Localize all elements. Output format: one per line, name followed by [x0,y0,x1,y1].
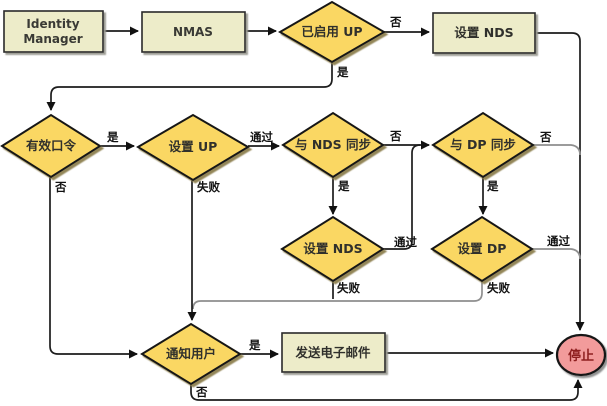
identity-manager-label-line1: Identity [26,17,79,31]
node-notify-user: 通知用户 [140,322,242,386]
edge-label-valid-password-yes: 是 [106,130,119,144]
stop-label: 停止 [568,348,594,364]
up-enabled-label: 已启用 UP [301,24,362,39]
notify-user-diamond [140,322,242,386]
nmas-box [141,11,246,53]
node-send-email: 发送电子邮件 [281,332,386,373]
edge-label-set-dp-fail: 失败 [487,281,510,295]
valid-password-diamond [0,113,102,179]
set-nds-diamond [280,215,385,283]
edge-syncdp-no-stop [533,144,581,156]
node-valid-password: 有效口令 [0,113,102,179]
send-email-box [281,332,386,373]
set-nds-diamond-label: 设置 NDS [303,241,362,256]
edge-label-set-nds-fail: 失败 [337,281,360,295]
set-nds-box-label: 设置 NDS [454,25,513,40]
sync-dp-diamond [431,111,535,179]
set-dp-diamond-label: 设置 DP [458,241,507,256]
node-sync-dp: 与 DP 同步 [431,111,535,179]
edge-upenabled-yes-validpassword [46,62,333,111]
node-up-enabled: 已启用 UP [277,0,387,64]
identity-manager-box [3,10,104,53]
notify-user-label: 通知用户 [166,346,216,361]
edge-setndsdiamond-pass-syncdp [383,144,421,250]
edge-label-valid-password-no: 否 [54,180,67,194]
edge-notifyuser-no-stop [190,379,583,401]
identity-manager-label-line2: Manager [23,32,82,46]
edges-layer [46,26,585,401]
edge-labels-layer: 否 是 是 否 通过 失败 否 是 否 是 通过 失败 通过 失败 是 否 [54,15,570,399]
sync-nds-diamond [281,111,385,179]
edge-label-sync-dp-no: 否 [539,130,552,144]
node-set-dp-diamond: 设置 DP [430,215,534,283]
edge-setdpdiamond-pass-stop [532,248,581,260]
edge-label-set-up-pass: 通过 [250,130,273,144]
edge-label-sync-nds-yes: 是 [337,179,350,193]
edge-label-sync-nds-no: 否 [389,129,402,143]
nmas-label: NMAS [173,25,213,39]
edge-label-up-enabled-no: 否 [389,15,402,29]
sync-nds-label: 与 NDS 同步 [295,137,371,152]
up-enabled-diamond [277,0,387,64]
node-set-nds-diamond: 设置 NDS [280,215,385,283]
stop-ellipse [555,333,607,377]
node-stop: 停止 [555,333,607,377]
node-identity-manager: Identity Manager [3,10,104,53]
edge-label-set-dp-pass: 通过 [547,234,570,248]
node-sync-nds: 与 NDS 同步 [281,111,385,179]
node-set-nds-box: 设置 NDS [432,12,536,54]
edge-setdpdiamond-fail-notifyuser [192,281,483,310]
sync-dp-label: 与 DP 同步 [450,137,516,152]
set-up-diamond [136,113,250,182]
edge-validpassword-no-notifyuser [49,177,138,359]
edge-label-notify-user-yes: 是 [248,338,261,352]
edge-label-set-nds-pass: 通过 [394,235,417,249]
set-nds-box [432,12,536,54]
set-dp-diamond [430,215,534,283]
edge-label-up-enabled-yes: 是 [336,65,349,79]
edge-setnds-stop [535,32,585,331]
node-nmas: NMAS [141,11,246,53]
send-email-label: 发送电子邮件 [294,345,371,360]
valid-password-label: 有效口令 [26,138,77,153]
edge-label-sync-dp-yes: 是 [486,179,499,193]
edge-label-notify-user-no: 否 [195,385,208,399]
edge-label-set-up-fail: 失败 [197,180,220,194]
set-up-label: 设置 UP [169,139,218,154]
nodes-layer: Identity Manager NMAS 已启用 UP 设置 NDS 有效口令… [0,0,607,386]
node-set-up: 设置 UP [136,113,250,182]
